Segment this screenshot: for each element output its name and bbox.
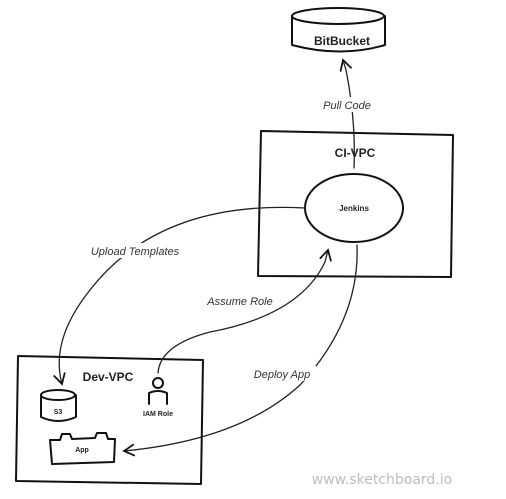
upload-templates-arrow — [53, 206, 306, 386]
assume-role-label: Assume Role — [206, 296, 272, 308]
watermark: www.sketchboard.io — [312, 472, 452, 488]
assume-role-label-bg — [202, 293, 278, 308]
jenkins-label: Jenkins — [339, 204, 369, 213]
person-icon — [152, 377, 164, 389]
app-node: App — [49, 432, 116, 465]
iam-role-node: IAM Role — [143, 377, 173, 418]
upload-templates-label: Upload Templates — [91, 246, 180, 258]
ci-vpc-box: CI-VPC — [257, 130, 454, 278]
ci-vpc-label: CI-VPC — [335, 146, 376, 160]
iam-role-label: IAM Role — [143, 411, 173, 418]
s3-node: S3 — [40, 389, 77, 422]
pull-code-arrow — [339, 58, 355, 169]
dev-vpc-label: Dev-VPC — [83, 370, 134, 384]
dev-vpc-box: Dev-VPC — [15, 355, 204, 485]
deploy-app-label-bg — [248, 366, 316, 381]
bitbucket-node: BitBucket — [291, 7, 386, 53]
assume-role-arrow — [157, 248, 332, 374]
deploy-app-label: Deploy App — [254, 369, 310, 381]
pull-code-label-bg — [318, 97, 378, 112]
jenkins-node: Jenkins — [304, 173, 404, 243]
app-label: App — [75, 447, 89, 454]
s3-label: S3 — [54, 409, 63, 416]
bitbucket-label: BitBucket — [314, 34, 370, 48]
deploy-app-arrow — [122, 244, 358, 457]
upload-templates-label-bg — [84, 243, 188, 258]
pull-code-label: Pull Code — [323, 100, 371, 112]
